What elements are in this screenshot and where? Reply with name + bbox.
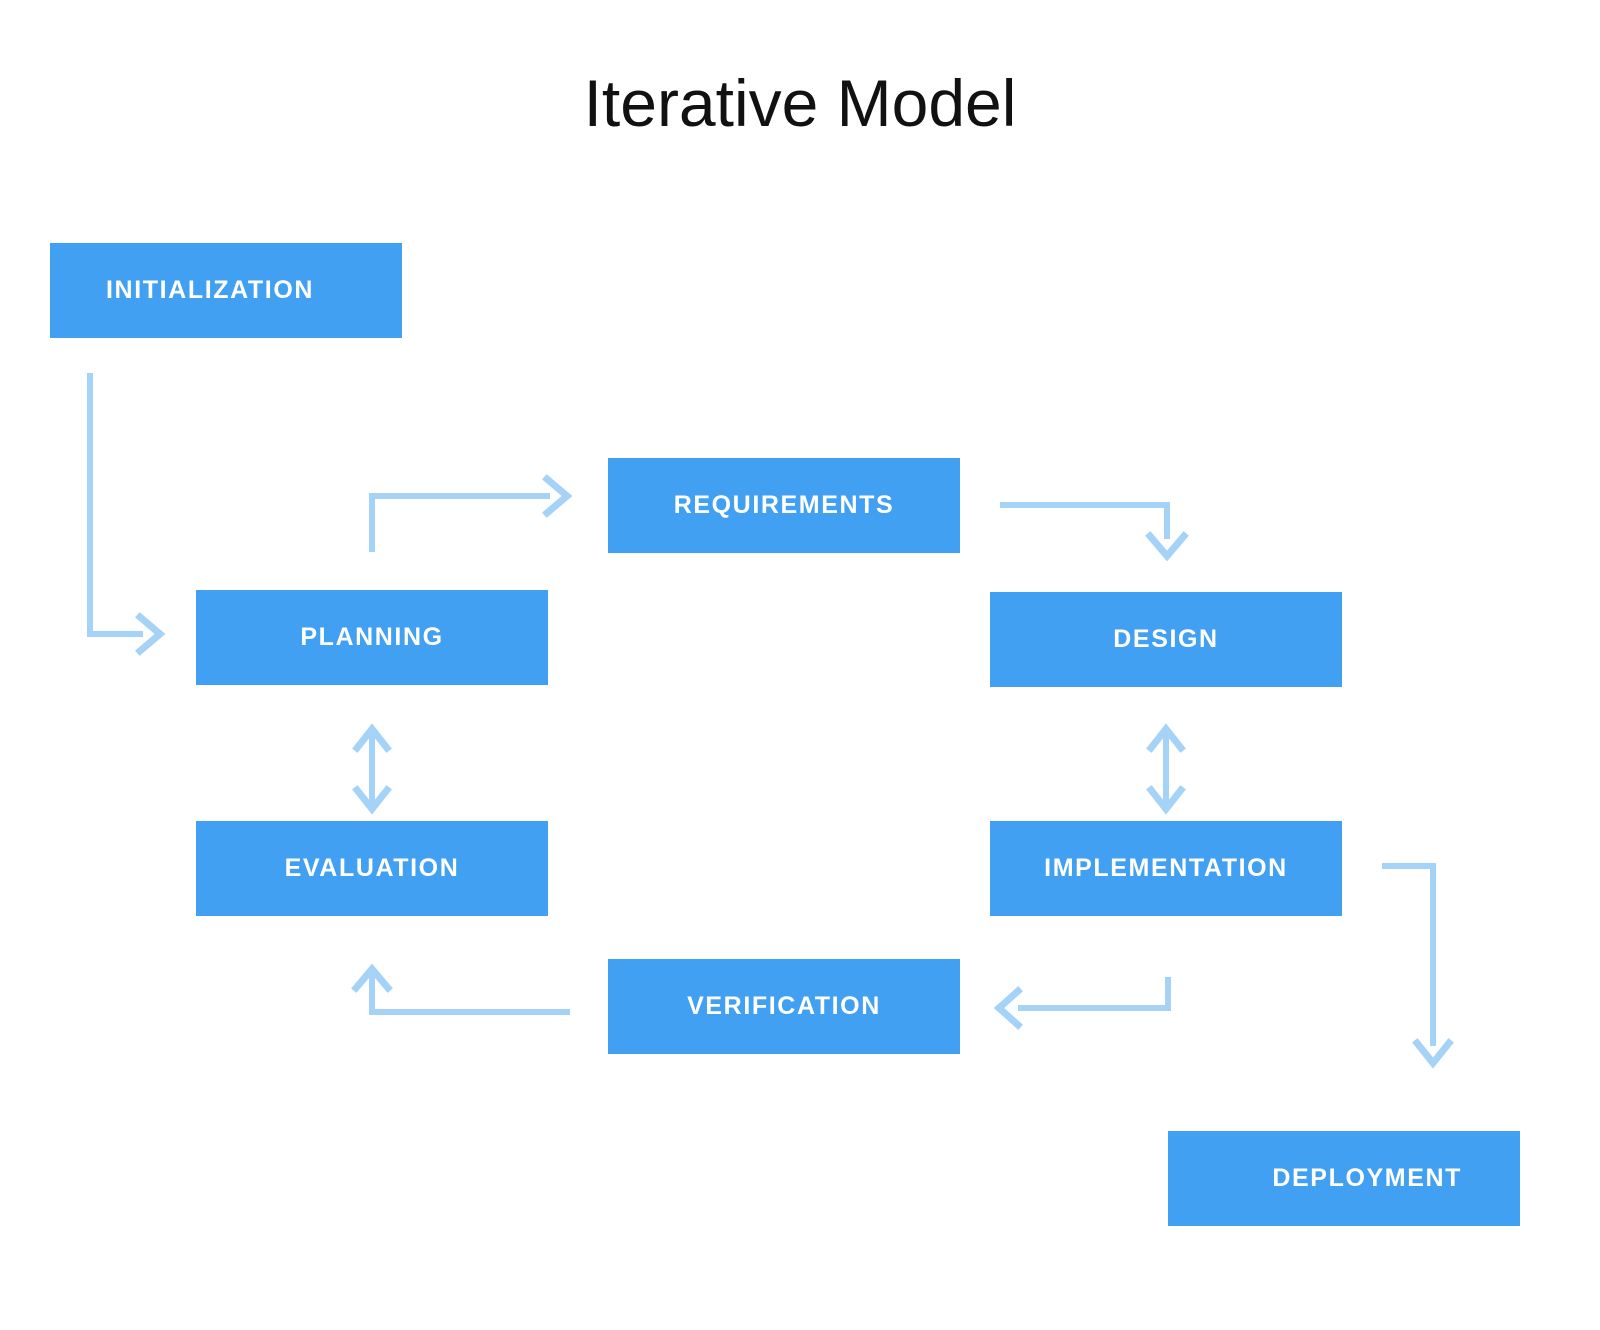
edge-design-to-implementation — [1146, 723, 1186, 815]
node-label-requirements: REQUIREMENTS — [673, 491, 895, 519]
edge-verification-to-evaluation — [351, 963, 570, 1015]
node-planning[interactable]: PLANNING — [196, 590, 548, 685]
node-label-planning: PLANNING — [300, 623, 444, 651]
node-initialization[interactable]: INITIALIZATION — [50, 243, 402, 338]
node-deployment[interactable]: DEPLOYMENT — [1168, 1131, 1520, 1226]
node-label-design: DESIGN — [1113, 625, 1219, 653]
node-implementation[interactable]: IMPLEMENTATION — [990, 821, 1342, 916]
node-design[interactable]: DESIGN — [990, 592, 1342, 687]
node-label-evaluation: EVALUATION — [284, 854, 460, 882]
edge-implementation-to-verification — [993, 977, 1171, 1030]
node-label-verification: VERIFICATION — [687, 992, 881, 1020]
node-requirements[interactable]: REQUIREMENTS — [608, 458, 960, 553]
page-title: Iterative Model — [583, 66, 1017, 140]
node-label-deployment: DEPLOYMENT — [1272, 1164, 1462, 1192]
edge-implementation-to-deployment — [1382, 863, 1454, 1069]
edge-initialization-to-planning — [87, 373, 166, 656]
node-label-implementation: IMPLEMENTATION — [1044, 854, 1288, 882]
edge-requirements-to-design — [1000, 502, 1189, 562]
edge-planning-to-requirements — [369, 474, 573, 552]
edge-evaluation-to-planning — [352, 723, 392, 815]
node-label-initialization: INITIALIZATION — [106, 276, 315, 304]
node-evaluation[interactable]: EVALUATION — [196, 821, 548, 916]
node-verification[interactable]: VERIFICATION — [608, 959, 960, 1054]
